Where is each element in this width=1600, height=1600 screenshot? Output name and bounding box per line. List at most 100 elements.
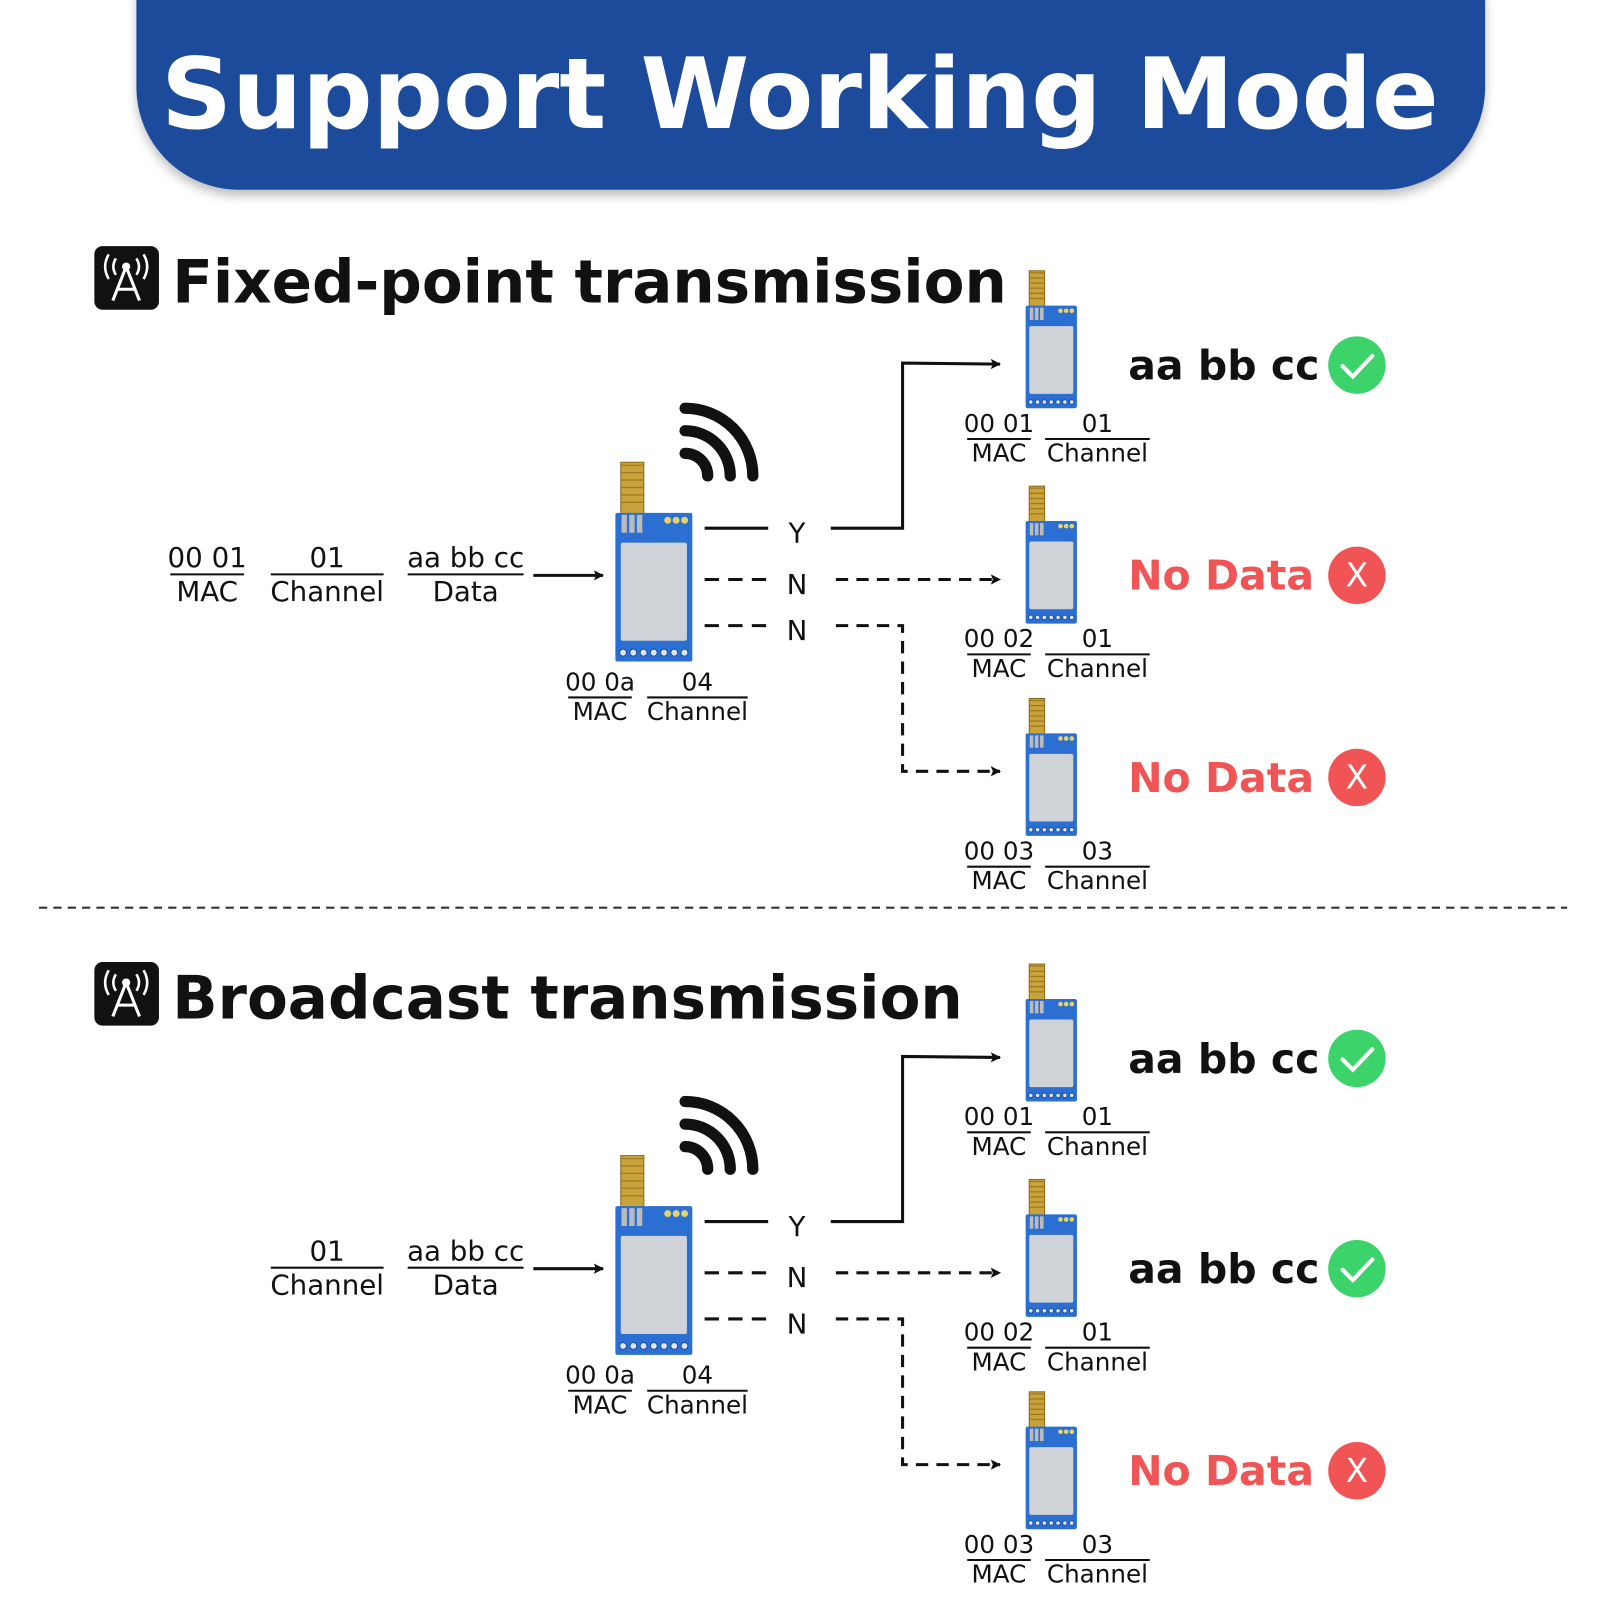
check-icon: [1328, 1240, 1386, 1298]
pad: [1034, 399, 1041, 405]
pad: [1034, 614, 1041, 621]
receiver-mac-label: MAC: [972, 866, 1027, 895]
pad: [1055, 826, 1061, 833]
pin: [621, 514, 627, 533]
receiver-channel-label: Channel: [1047, 654, 1148, 683]
sender-mac-label: MAC: [573, 1390, 628, 1419]
pad: [1068, 1520, 1075, 1526]
sender-channel-label: Channel: [647, 697, 748, 726]
pad: [1058, 308, 1063, 314]
pad: [1041, 1307, 1048, 1314]
input-channel-label: Channel: [270, 575, 384, 608]
receiver-mac-label: MAC: [972, 1132, 1027, 1161]
pad: [1062, 826, 1068, 833]
branch-label: Y: [787, 1210, 805, 1243]
pad: [681, 1210, 689, 1218]
pad: [1063, 523, 1069, 529]
rf-shield: [620, 542, 687, 641]
pad: [1058, 523, 1063, 529]
receiver-mac-value: 00 03: [964, 1530, 1034, 1559]
pad: [1063, 308, 1069, 314]
pad: [1034, 826, 1041, 833]
antenna-connector: [1028, 697, 1046, 736]
antenna-connector: [1028, 1178, 1046, 1217]
pad: [639, 648, 648, 657]
pin: [1034, 1216, 1039, 1229]
pad: [664, 516, 672, 524]
antenna-connector: [1028, 485, 1046, 524]
pad: [619, 648, 628, 657]
pad: [1055, 1520, 1061, 1526]
pad: [681, 516, 689, 524]
pad: [1048, 1307, 1055, 1314]
pad: [664, 1210, 672, 1218]
receiver-mac-value: 00 01: [964, 409, 1034, 438]
receiver-channel-label: Channel: [1047, 1132, 1148, 1161]
pad: [649, 648, 658, 657]
receiver-module: [1025, 270, 1077, 409]
x-mark: X: [1346, 759, 1368, 797]
pad: [1027, 1307, 1034, 1314]
pad: [670, 648, 679, 657]
rf-shield: [1029, 753, 1074, 822]
rf-shield: [1029, 326, 1074, 394]
receiver-module: [1025, 1391, 1077, 1530]
antenna-connector: [620, 1155, 645, 1210]
pad: [1027, 826, 1034, 833]
pad: [1062, 1092, 1068, 1099]
pad: [1069, 736, 1075, 741]
section-heading: Broadcast transmission: [172, 964, 962, 1033]
receiver-mac-value: 00 01: [964, 1102, 1034, 1131]
route-arrow: [830, 1052, 1002, 1224]
pad: [1063, 1217, 1069, 1222]
receiver-module: [1025, 697, 1077, 836]
rf-shield: [1029, 1447, 1074, 1515]
rf-shield: [1029, 541, 1074, 610]
received-result: No Data: [1128, 1447, 1314, 1495]
pad: [1062, 1520, 1068, 1526]
branch-label: Y: [787, 517, 805, 550]
sender-channel-value: 04: [682, 667, 713, 696]
pad: [1041, 1092, 1048, 1099]
route-arrow: [830, 358, 1002, 530]
rf-shield: [1029, 1019, 1074, 1088]
check-icon: [1328, 1029, 1386, 1088]
pad: [1034, 1520, 1041, 1526]
received-result: No Data: [1128, 754, 1314, 802]
pin: [1040, 307, 1044, 320]
pad: [1055, 1092, 1061, 1099]
receiver-channel-value: 01: [1082, 1318, 1113, 1347]
pad: [1062, 399, 1068, 405]
pad: [1055, 399, 1061, 405]
pad: [1068, 614, 1075, 621]
pad: [1063, 736, 1069, 741]
pad: [1041, 1520, 1048, 1526]
pad: [1068, 399, 1075, 405]
sender-channel-label: Channel: [647, 1390, 748, 1419]
pad: [1063, 1429, 1069, 1435]
antenna-connector: [1028, 270, 1046, 309]
pad: [1069, 523, 1075, 529]
pad: [1034, 1307, 1041, 1314]
wifi-signal-icon: [679, 402, 759, 482]
pin: [1040, 523, 1044, 536]
receiver-module: [1025, 963, 1077, 1102]
receiver-mac-value: 00 02: [964, 624, 1034, 653]
pad: [1058, 1217, 1063, 1222]
pin: [1029, 1001, 1034, 1014]
branch-label: N: [787, 1307, 808, 1340]
input-data-value: aa bb cc: [407, 541, 524, 574]
sender-module: [615, 461, 693, 662]
sender-mac-value: 00 0a: [565, 667, 635, 696]
receiver-channel-value: 01: [1082, 1102, 1113, 1131]
pad: [1048, 1520, 1055, 1526]
pin: [1029, 307, 1034, 320]
